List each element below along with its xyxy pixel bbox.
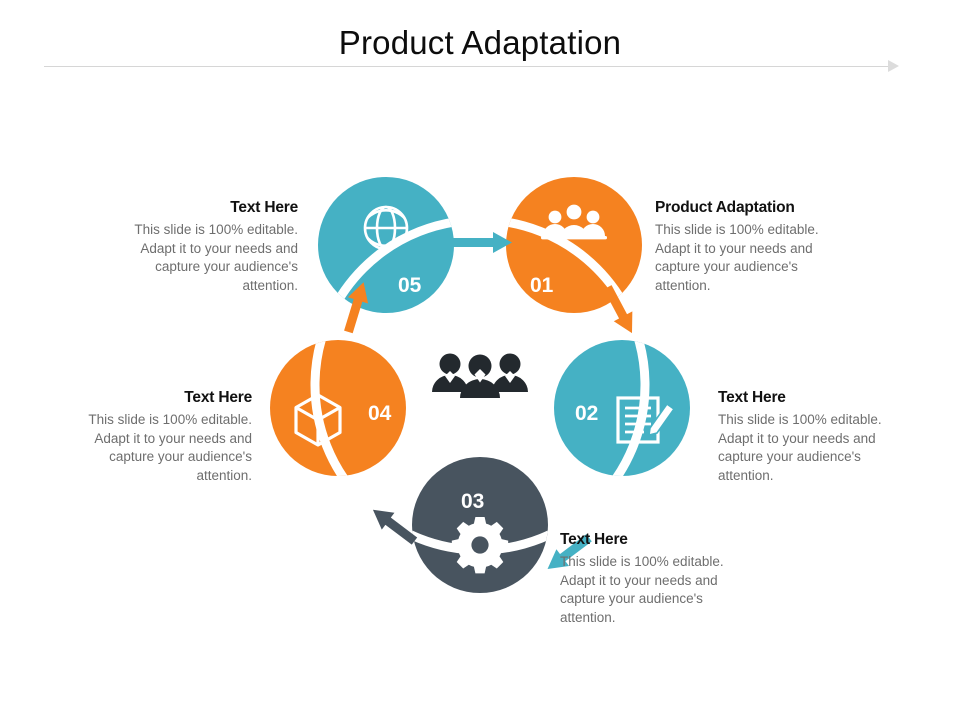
cycle-diagram: 05 01 <box>0 110 960 670</box>
arrow-03-to-04 <box>372 509 418 545</box>
document-pencil-icon <box>616 396 676 444</box>
arrow-04-to-05 <box>344 282 369 334</box>
step-circle-01[interactable]: 01 <box>315 177 645 550</box>
step-number-03: 03 <box>461 490 484 513</box>
page-title: Product Adaptation <box>338 24 622 61</box>
callout-03: Text Here This slide is 100% editable. A… <box>560 530 760 627</box>
callout-02-heading: Text Here <box>718 389 786 406</box>
arrow-05-to-01 <box>452 232 512 253</box>
step-number-01: 01 <box>530 274 554 297</box>
step-circle-02[interactable]: 02 <box>315 220 690 550</box>
callout-02-body: This slide is 100% editable. Adapt it to… <box>718 412 882 483</box>
title-divider <box>44 66 890 67</box>
arrow-right-icon <box>888 60 899 72</box>
cycle-diagram-svg: 05 01 <box>270 177 690 593</box>
people-group-icon <box>432 353 528 398</box>
callout-05: Text Here This slide is 100% editable. A… <box>112 198 298 295</box>
step-circle-04[interactable]: 04 <box>270 220 645 550</box>
arrow-02-to-03 <box>547 534 592 570</box>
cube-box-icon <box>294 393 342 447</box>
step-circle-03[interactable]: 03 <box>315 220 645 593</box>
step-circle-02-ring-arc <box>554 340 650 476</box>
team-people-icon <box>541 204 607 240</box>
step-number-04: 04 <box>368 402 392 425</box>
callout-05-heading: Text Here <box>230 199 298 216</box>
globe-icon <box>363 205 409 251</box>
step-number-02: 02 <box>575 402 598 425</box>
gear-icon <box>451 517 509 574</box>
step-circle-05[interactable]: 05 <box>315 177 645 550</box>
callout-04-heading: Text Here <box>184 389 252 406</box>
callout-04-body: This slide is 100% editable. Adapt it to… <box>88 412 252 483</box>
callout-01-heading: Product Adaptation <box>655 199 795 216</box>
callout-05-body: This slide is 100% editable. Adapt it to… <box>134 222 298 293</box>
callout-02: Text Here This slide is 100% editable. A… <box>718 388 918 485</box>
step-number-05: 05 <box>398 274 422 297</box>
callout-04: Text Here This slide is 100% editable. A… <box>66 388 252 485</box>
step-circle-04-ring-arc <box>310 340 406 476</box>
callout-01-body: This slide is 100% editable. Adapt it to… <box>655 222 819 293</box>
callout-03-heading: Text Here <box>560 531 628 548</box>
callout-03-body: This slide is 100% editable. Adapt it to… <box>560 554 724 625</box>
callout-01: Product Adaptation This slide is 100% ed… <box>655 198 855 295</box>
arrow-01-to-02 <box>603 285 633 334</box>
